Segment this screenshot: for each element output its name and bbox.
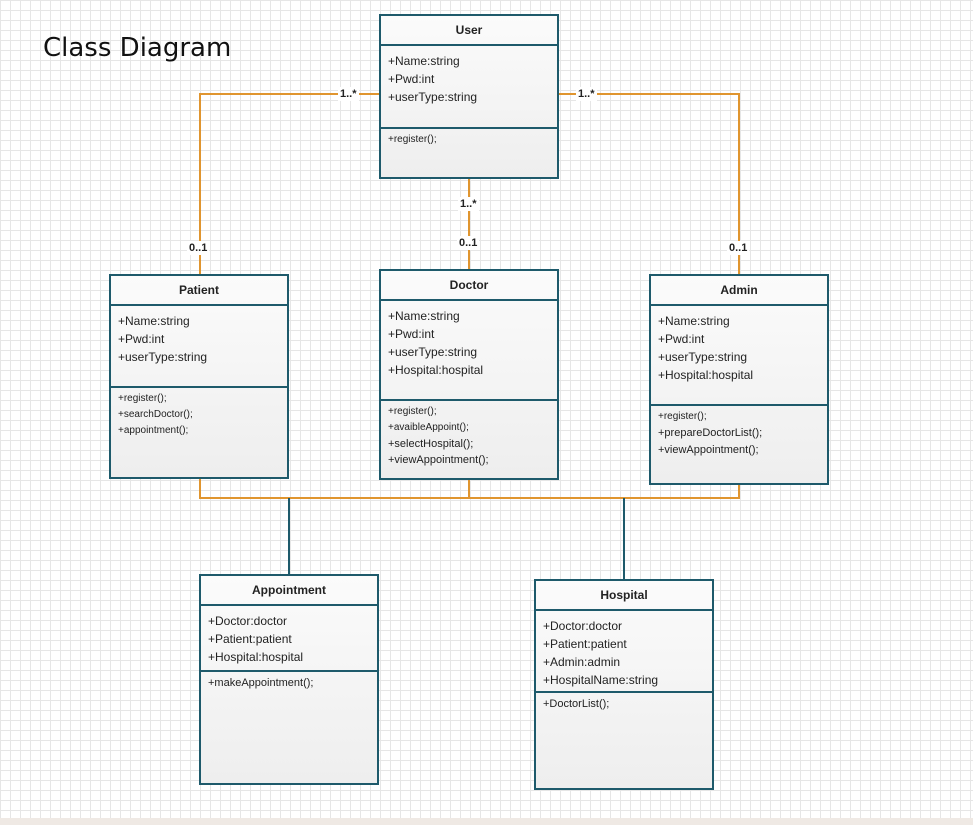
class-hospital-operation: +DoctorList();	[543, 698, 610, 710]
class-patient-attributes: +Name:string +Pwd:int +userType:string	[111, 306, 287, 388]
class-admin-attribute: +userType:string	[658, 350, 748, 364]
canvas-bottom-strip	[0, 818, 973, 825]
class-admin-operation: +viewAppointment();	[658, 444, 759, 456]
class-appointment[interactable]: Appointment +Doctor:doctor +Patient:pati…	[199, 574, 379, 785]
class-hospital-operations: +DoctorList();	[536, 693, 712, 714]
class-admin-operation: +prepareDoctorList();	[658, 427, 763, 439]
class-user-attributes: +Name:string +Pwd:int +userType:string	[381, 46, 557, 129]
class-hospital-attribute: +HospitalName:string	[543, 673, 659, 687]
class-user-attribute: +Name:string	[388, 54, 460, 68]
class-patient-attribute: +Name:string	[118, 314, 190, 328]
class-user-attribute: +userType:string	[388, 90, 478, 104]
class-appointment-attributes: +Doctor:doctor +Patient:patient +Hospita…	[201, 606, 377, 672]
class-patient-operations: +register(); +searchDoctor(); +appointme…	[111, 388, 287, 439]
multiplicity-user-doctor-doctor-end: 0..1	[457, 236, 480, 250]
class-appointment-attribute: +Patient:patient	[208, 632, 292, 646]
class-patient-operation: +appointment();	[118, 425, 189, 436]
class-user-attribute: +Pwd:int	[388, 72, 435, 86]
class-doctor-attribute: +Name:string	[388, 309, 460, 323]
class-user-operations: +register();	[381, 129, 557, 148]
class-patient-attribute: +userType:string	[118, 350, 208, 364]
class-doctor-operation: +avaibleAppoint();	[388, 422, 469, 433]
class-patient-name: Patient	[111, 276, 287, 306]
class-admin-operations: +register(); +prepareDoctorList(); +view…	[651, 406, 827, 459]
class-doctor-attributes: +Name:string +Pwd:int +userType:string +…	[381, 301, 557, 401]
class-admin-attribute: +Pwd:int	[658, 332, 705, 346]
class-appointment-attribute: +Hospital:hospital	[208, 650, 304, 664]
class-hospital-attribute: +Admin:admin	[543, 655, 621, 669]
class-appointment-operation: +makeAppointment();	[208, 677, 314, 689]
multiplicity-user-admin-user-end: 1..*	[576, 87, 597, 101]
class-hospital[interactable]: Hospital +Doctor:doctor +Patient:patient…	[534, 579, 714, 790]
class-doctor-operations: +register(); +avaibleAppoint(); +selectH…	[381, 401, 557, 468]
class-hospital-name: Hospital	[536, 581, 712, 611]
multiplicity-user-patient-user-end: 1..*	[338, 87, 359, 101]
class-doctor-name: Doctor	[381, 271, 557, 301]
class-appointment-operations: +makeAppointment();	[201, 672, 377, 693]
class-admin-attributes: +Name:string +Pwd:int +userType:string +…	[651, 306, 827, 406]
class-doctor-attribute: +Hospital:hospital	[388, 363, 484, 377]
association-user-patient[interactable]	[199, 93, 380, 275]
class-patient-attribute: +Pwd:int	[118, 332, 165, 346]
class-patient[interactable]: Patient +Name:string +Pwd:int +userType:…	[109, 274, 289, 479]
class-admin-operation: +register();	[658, 411, 707, 422]
class-admin-name: Admin	[651, 276, 827, 306]
class-admin-attribute: +Name:string	[658, 314, 730, 328]
class-doctor-attribute: +userType:string	[388, 345, 478, 359]
class-doctor[interactable]: Doctor +Name:string +Pwd:int +userType:s…	[379, 269, 559, 480]
class-hospital-attribute: +Doctor:doctor	[543, 619, 623, 633]
class-admin[interactable]: Admin +Name:string +Pwd:int +userType:st…	[649, 274, 829, 485]
multiplicity-user-admin-admin-end: 0..1	[727, 241, 750, 255]
class-doctor-operation: +register();	[388, 406, 437, 417]
class-doctor-attribute: +Pwd:int	[388, 327, 435, 341]
class-admin-attribute: +Hospital:hospital	[658, 368, 754, 382]
class-appointment-name: Appointment	[201, 576, 377, 606]
multiplicity-user-patient-patient-end: 0..1	[187, 241, 210, 255]
class-patient-operation: +searchDoctor();	[118, 409, 193, 420]
class-hospital-attributes: +Doctor:doctor +Patient:patient +Admin:a…	[536, 611, 712, 693]
class-user-operation: +register();	[388, 134, 437, 145]
multiplicity-user-doctor-user-end: 1..*	[458, 197, 479, 211]
class-doctor-operation: +selectHospital();	[388, 438, 474, 450]
class-user[interactable]: User +Name:string +Pwd:int +userType:str…	[379, 14, 559, 179]
association-user-admin[interactable]	[558, 93, 740, 275]
class-user-name: User	[381, 16, 557, 46]
class-doctor-operation: +viewAppointment();	[388, 454, 489, 466]
class-appointment-attribute: +Doctor:doctor	[208, 614, 288, 628]
class-hospital-attribute: +Patient:patient	[543, 637, 627, 651]
class-patient-operation: +register();	[118, 393, 167, 404]
diagram-title: Class Diagram	[43, 33, 232, 63]
